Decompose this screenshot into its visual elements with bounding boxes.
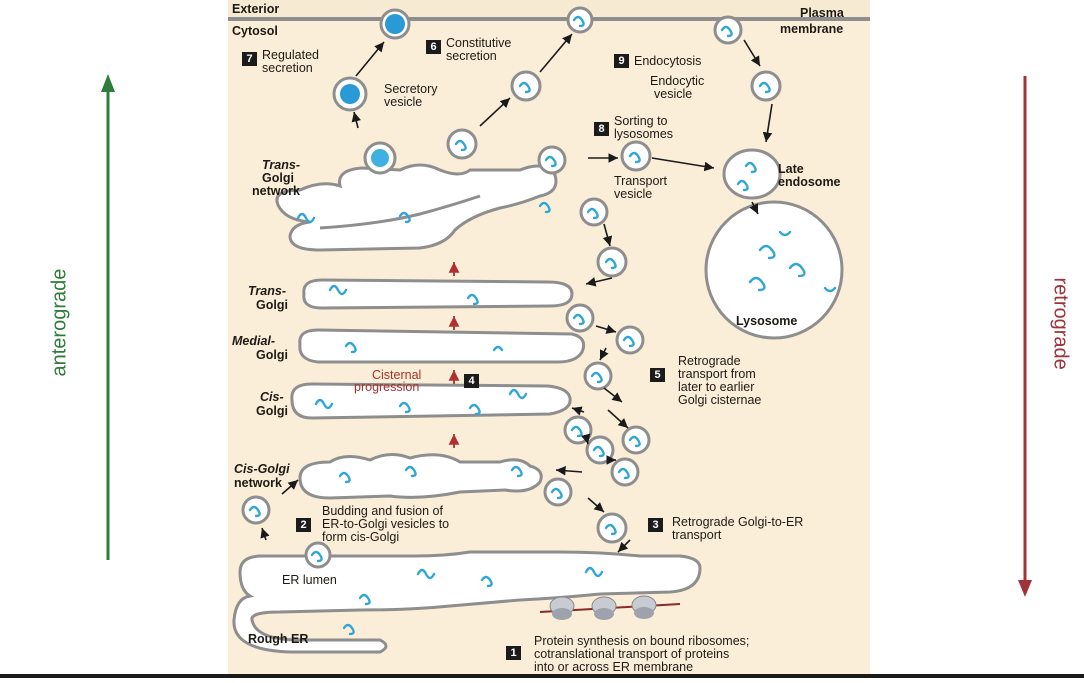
late-endosome-label-2: endosome xyxy=(778,175,841,189)
trans-golgi-label-1: Trans- xyxy=(248,284,286,298)
plasma-membrane-label-2: membrane xyxy=(780,22,844,36)
late-endosome-label-1: Late xyxy=(778,162,804,176)
trans-golgi-cisterna xyxy=(302,278,574,310)
step-6-line-1: Constitutive xyxy=(446,36,512,50)
secretory-vesicle-label-2: vesicle xyxy=(384,95,423,109)
cis-golgi-network xyxy=(298,453,543,500)
step-8-badge: 8 xyxy=(594,122,609,136)
step-1-badge: 1 xyxy=(506,646,521,660)
cis-golgi-network-label-1: Cis-Golgi xyxy=(234,462,290,476)
step-3-badge: 3 xyxy=(648,518,663,532)
trans-golgi-network-label-3: network xyxy=(252,184,300,198)
cis-golgi-cisterna xyxy=(290,382,572,420)
step-2-line-3: form cis-Golgi xyxy=(322,530,400,544)
transport-vesicle-label-1: Transport xyxy=(614,174,668,188)
cis-golgi-label-1: Cis- xyxy=(260,390,284,404)
step-2-line-2: ER-to-Golgi vesicles to xyxy=(322,517,450,531)
vesicles xyxy=(241,6,782,569)
step-9-badge: 9 xyxy=(614,54,629,68)
step-5-line-1: Retrograde xyxy=(678,354,741,368)
cis-golgi-network-label-2: network xyxy=(234,476,282,490)
medial-golgi-cisterna xyxy=(298,328,586,364)
secretory-granules xyxy=(340,14,405,167)
step-8-line-2: lysosomes xyxy=(614,127,674,141)
secretory-vesicle-label-1: Secretory xyxy=(384,82,438,96)
retrograde-arrowhead xyxy=(1018,580,1032,597)
step-5-line-3: later to earlier xyxy=(678,380,755,394)
cis-golgi-label-2: Golgi xyxy=(256,404,288,418)
step-4-line-2: progression xyxy=(354,380,420,394)
lysosome-body xyxy=(704,200,844,340)
step-9-line-1: Endocytosis xyxy=(634,54,702,68)
step-2-badge: 2 xyxy=(296,518,311,532)
tgn-inner-fold xyxy=(319,194,481,230)
step-5-badge: 5 xyxy=(650,368,665,382)
step-5-line-2: transport from xyxy=(678,367,756,381)
trans-golgi-label-2: Golgi xyxy=(256,298,288,312)
cytosol-label: Cytosol xyxy=(232,24,278,38)
step-6-badge: 6 xyxy=(426,40,441,54)
step-4-badge: 4 xyxy=(464,374,479,388)
exterior-band xyxy=(228,0,870,18)
late-endosome-body xyxy=(722,148,782,200)
step-1-line-2: cotranslational transport of proteins xyxy=(534,647,730,661)
trans-golgi-network-label-1: Trans- xyxy=(262,158,300,172)
flow-arrows xyxy=(260,33,773,553)
step-1-line-3: into or across ER membrane xyxy=(534,660,694,674)
step-1-line-1: Protein synthesis on bound ribosomes; xyxy=(534,634,750,648)
step-7-line-2: secretion xyxy=(262,61,313,75)
medial-golgi-label-2: Golgi xyxy=(256,348,288,362)
retrograde-label: retrograde xyxy=(1049,277,1072,370)
rough-er xyxy=(232,550,702,654)
plasma-membrane-label-1: Plasma xyxy=(800,6,844,20)
trans-golgi-network xyxy=(275,163,558,252)
step-6-line-2: secretion xyxy=(446,49,497,63)
step-5-line-4: Golgi cisternae xyxy=(678,393,762,407)
trans-golgi-network-label-2: Golgi xyxy=(262,171,294,185)
step-3-line-2: transport xyxy=(672,528,722,542)
rough-er-label: Rough ER xyxy=(248,632,309,646)
step-2-line-1: Budding and fusion of xyxy=(322,504,443,518)
er-lumen-label: ER lumen xyxy=(282,573,337,587)
step-8-line-1: Sorting to xyxy=(614,114,668,128)
medial-golgi-label-1: Medial- xyxy=(232,334,276,348)
transport-vesicle-label-2: vesicle xyxy=(614,187,653,201)
endocytic-vesicle-label-1: Endocytic xyxy=(650,74,705,88)
anterograde-label: anterograde xyxy=(48,268,71,377)
step-4-line-1: Cisternal xyxy=(372,368,422,382)
ribosomes xyxy=(539,595,681,620)
endocytic-vesicle-label-2: vesicle xyxy=(654,87,693,101)
bottom-rule xyxy=(0,674,1084,678)
step-7-badge: 7 xyxy=(242,52,257,66)
step-7-line-1: Regulated xyxy=(262,48,319,62)
lysosome-label: Lysosome xyxy=(736,314,798,328)
step-3-line-1: Retrograde Golgi-to-ER xyxy=(672,515,804,529)
anterograde-arrowhead xyxy=(101,74,115,92)
exterior-label: Exterior xyxy=(232,2,280,16)
cargo-proteins xyxy=(248,15,837,636)
